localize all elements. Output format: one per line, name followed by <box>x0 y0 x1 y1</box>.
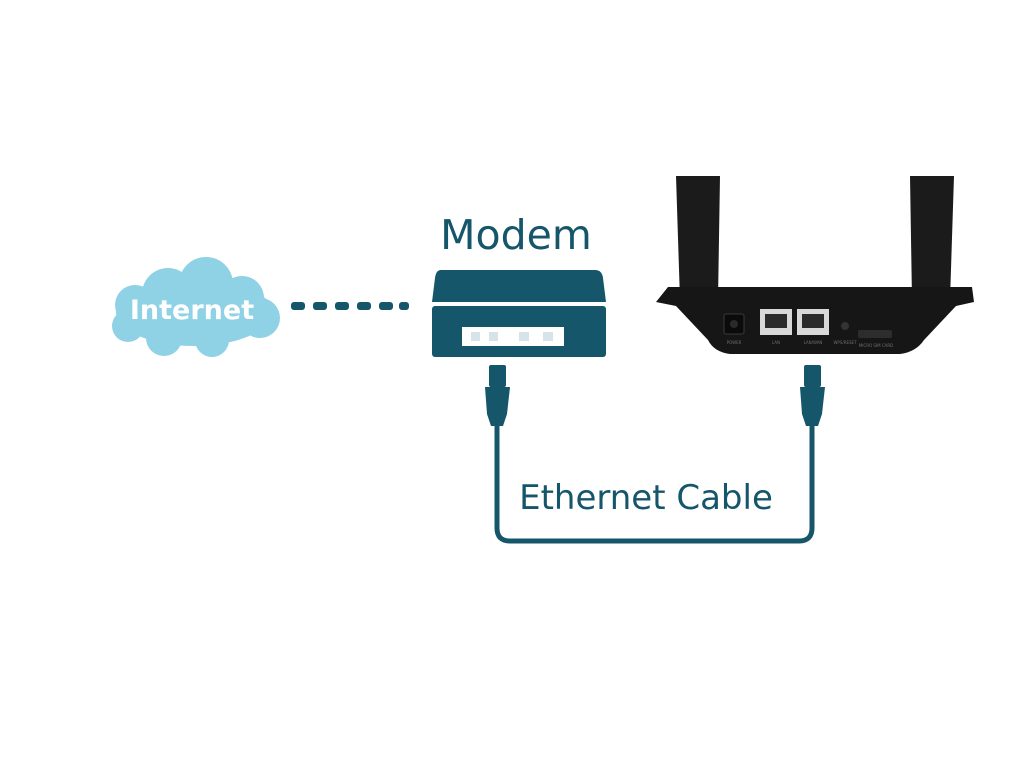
port-label-lan: LAN <box>772 340 780 345</box>
modem-icon <box>432 270 606 357</box>
internet-cloud: Internet <box>112 257 280 357</box>
antenna-left <box>676 176 720 312</box>
modem-label: Modem <box>440 211 592 259</box>
ethernet-plug-icon <box>485 365 510 426</box>
port-label-sim: MICRO SIM CARD <box>859 343 893 348</box>
ethernet-cable <box>494 424 815 544</box>
port-label-power: POWER <box>727 340 742 345</box>
router-icon: POWER LAN LAN/WAN WPS/RESET MICRO SIM CA… <box>656 176 974 354</box>
port-label-wps-reset: WPS/RESET <box>833 340 857 345</box>
internet-link-dashed <box>291 302 409 310</box>
port-label-lan-wan: LAN/WAN <box>804 340 823 345</box>
internet-label: Internet <box>130 295 254 326</box>
cloud-icon <box>112 257 280 357</box>
antenna-right <box>910 176 954 312</box>
ethernet-cable-label: Ethernet Cable <box>519 478 773 518</box>
ethernet-plug-icon <box>800 365 825 426</box>
